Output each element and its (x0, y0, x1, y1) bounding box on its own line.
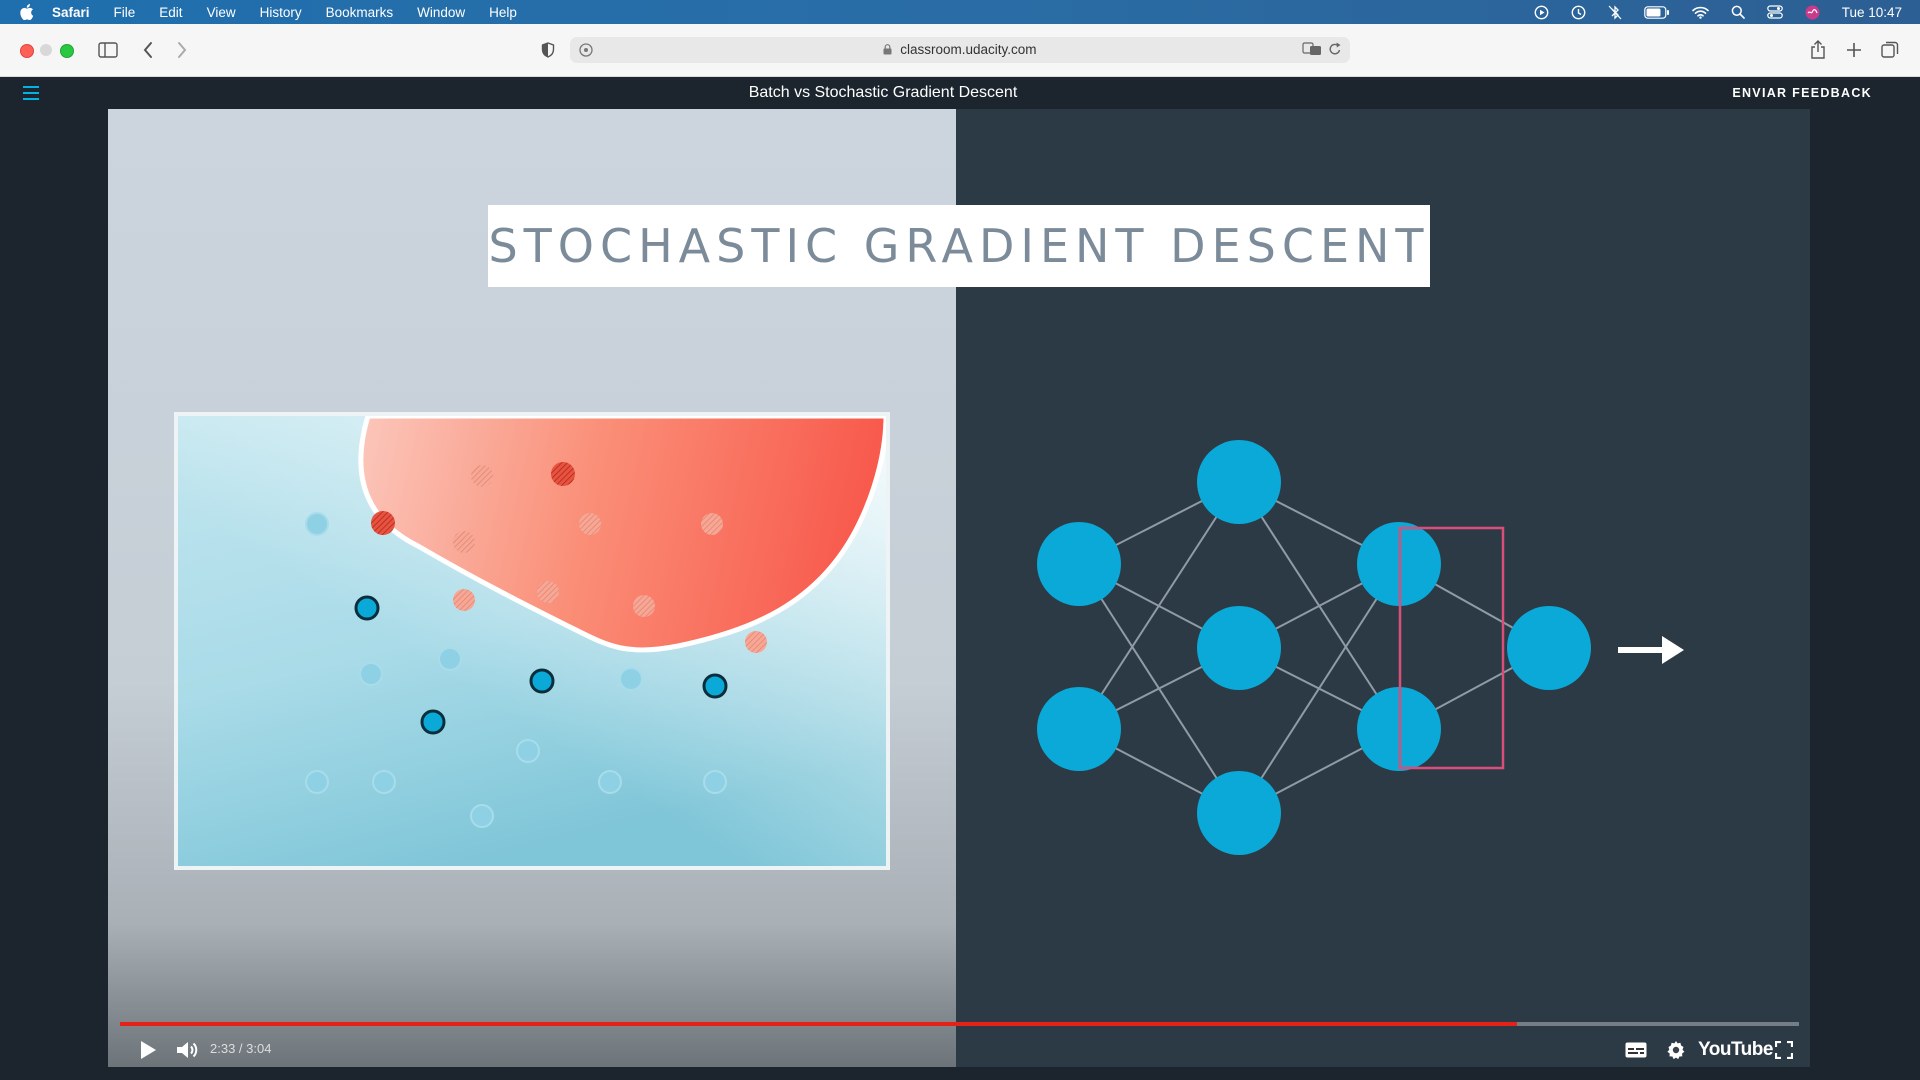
highlighted-blue-points (354, 595, 728, 735)
play-icon (141, 1041, 156, 1059)
course-header: Batch vs Stochastic Gradient Descent ENV… (0, 77, 1920, 109)
playback-time: 2:33 / 3:04 (210, 1041, 272, 1056)
url-text: classroom.udacity.com (900, 42, 1037, 57)
address-bar[interactable]: classroom.udacity.com (570, 37, 1350, 63)
tab-overview-icon[interactable] (1878, 38, 1902, 62)
neural-network-diagram (1008, 429, 1708, 869)
battery-icon[interactable] (1643, 5, 1670, 19)
minimize-window-button[interactable] (40, 44, 52, 56)
close-window-button[interactable] (20, 44, 34, 58)
spotlight-search-icon[interactable] (1731, 5, 1745, 19)
url-display: classroom.udacity.com (570, 42, 1350, 57)
subtitles-icon (1625, 1042, 1647, 1058)
lock-icon (883, 44, 892, 55)
page-settings-icon[interactable] (578, 42, 594, 63)
network-nodes (1037, 440, 1591, 855)
fullscreen-icon (1775, 1041, 1793, 1059)
faint-red-points (453, 465, 767, 653)
youtube-logo[interactable]: YouTube (1698, 1039, 1773, 1060)
zoom-window-button[interactable] (60, 44, 74, 58)
settings-button[interactable] (1660, 1034, 1692, 1066)
menu-app-name[interactable]: Safari (52, 4, 90, 20)
progress-bar[interactable] (120, 1022, 1799, 1026)
back-chevron-icon[interactable] (136, 38, 160, 62)
classification-plot (174, 412, 890, 870)
highlighted-red-points (371, 462, 575, 535)
share-icon[interactable] (1806, 38, 1830, 62)
hidden-node (1197, 771, 1281, 855)
menu-history[interactable]: History (259, 4, 302, 20)
bluetooth-off-icon[interactable] (1608, 4, 1622, 20)
progress-played (120, 1022, 1517, 1026)
player-controls: 2:33 / 3:04 YouTube (108, 109, 1810, 1067)
time-machine-icon[interactable] (1571, 5, 1586, 20)
gear-icon (1667, 1041, 1685, 1060)
lesson-title: Batch vs Stochastic Gradient Descent (748, 84, 1018, 101)
network-edges (1078, 481, 1550, 814)
apple-menu-icon[interactable] (16, 1, 38, 23)
faint-blue-points (305, 512, 727, 828)
translate-icon[interactable] (1302, 42, 1322, 61)
menu-window[interactable]: Window (417, 4, 466, 20)
hamburger-menu-icon[interactable] (20, 82, 42, 104)
screen-record-icon[interactable] (1534, 5, 1549, 20)
privacy-shield-icon[interactable] (536, 38, 560, 62)
menubar-clock[interactable]: Tue 10:47 (1841, 4, 1902, 20)
macos-menubar: Safari File Edit View History Bookmarks … (0, 0, 1920, 24)
volume-icon (177, 1042, 198, 1058)
siri-icon[interactable] (1805, 5, 1820, 20)
video-player[interactable]: STOCHASTIC GRADIENT DESCENT (108, 109, 1810, 1067)
browser-toolbar: classroom.udacity.com (0, 24, 1920, 77)
menubar-status-area: Tue 10:47 (1534, 0, 1902, 24)
subtitles-button[interactable] (1620, 1034, 1652, 1066)
forward-chevron-icon[interactable] (170, 38, 194, 62)
output-arrow-icon (1618, 636, 1684, 664)
fullscreen-button[interactable] (1768, 1034, 1800, 1066)
menu-bookmarks[interactable]: Bookmarks (325, 4, 394, 20)
menu-help[interactable]: Help (489, 4, 517, 20)
menu-edit[interactable]: Edit (159, 4, 183, 20)
highlight-box (1398, 526, 1505, 770)
sidebar-toggle-icon[interactable] (96, 38, 120, 62)
input-node (1037, 522, 1121, 606)
menu-view[interactable]: View (206, 4, 236, 20)
output-node (1507, 606, 1591, 690)
input-node (1037, 687, 1121, 771)
hidden-node (1197, 440, 1281, 524)
play-button[interactable] (132, 1034, 164, 1066)
volume-button[interactable] (172, 1034, 204, 1066)
send-feedback-link[interactable]: ENVIAR FEEDBACK (1732, 86, 1872, 100)
wifi-icon[interactable] (1691, 6, 1709, 19)
new-tab-plus-icon[interactable] (1842, 38, 1866, 62)
reload-icon[interactable] (1328, 42, 1342, 62)
slide-title: STOCHASTIC GRADIENT DESCENT (488, 205, 1430, 287)
menu-file[interactable]: File (113, 4, 136, 20)
hidden-node (1197, 606, 1281, 690)
control-center-icon[interactable] (1766, 5, 1783, 19)
